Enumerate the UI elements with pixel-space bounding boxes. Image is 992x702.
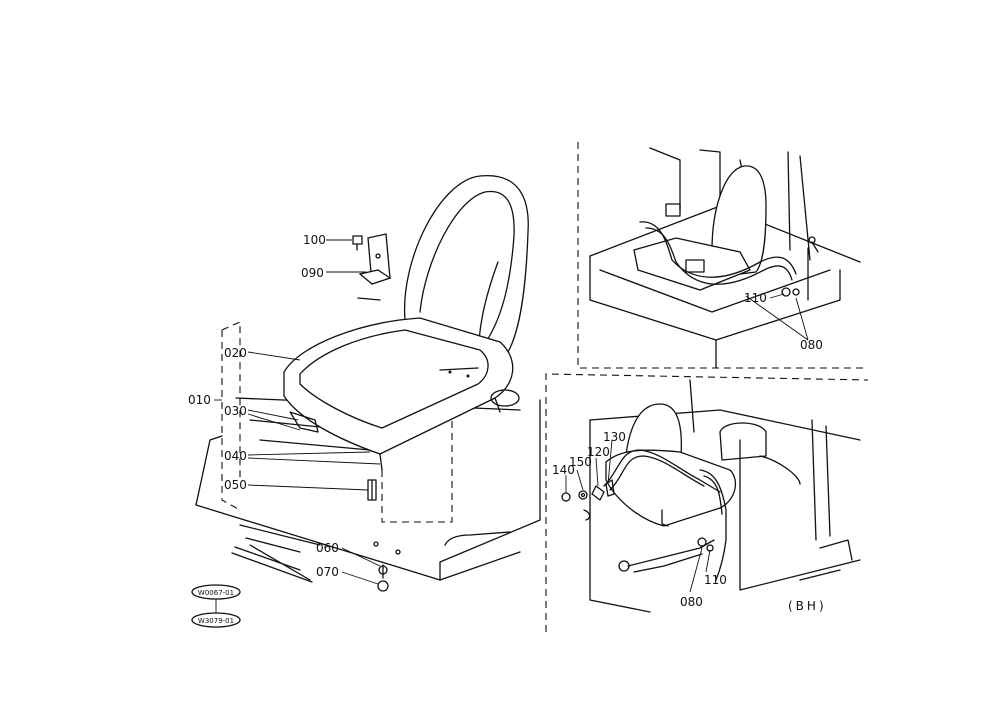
label-010: 010 <box>188 393 211 407</box>
label-030: 030 <box>224 404 247 418</box>
label-090: 090 <box>301 266 324 280</box>
label-070: 070 <box>316 565 339 579</box>
label-140: 140 <box>552 463 575 477</box>
label-variant-bh: (BH) <box>788 599 827 613</box>
label-040: 040 <box>224 449 247 463</box>
inset-top-right <box>577 142 868 369</box>
reference-codes: W0067-01 W3079-01 <box>191 584 241 628</box>
label-080-bottom: 080 <box>680 595 703 609</box>
code-1: W0067-01 <box>198 589 234 597</box>
part-labels: 100 090 020 010 030 040 050 060 070 110 … <box>188 233 827 613</box>
main-leaders <box>214 239 381 585</box>
label-050: 050 <box>224 478 247 492</box>
label-110-bottom: 110 <box>704 573 727 587</box>
label-150: 150 <box>569 455 592 469</box>
label-100: 100 <box>303 233 326 247</box>
code-2: W3079-01 <box>198 617 234 625</box>
label-080-top: 080 <box>800 338 823 352</box>
label-120: 120 <box>587 445 610 459</box>
label-060: 060 <box>316 541 339 555</box>
label-130: 130 <box>603 430 626 444</box>
label-110-top: 110 <box>744 291 767 305</box>
main-seat-assembly <box>195 175 541 592</box>
inset-bottom-right <box>545 373 869 632</box>
label-020: 020 <box>224 346 247 360</box>
